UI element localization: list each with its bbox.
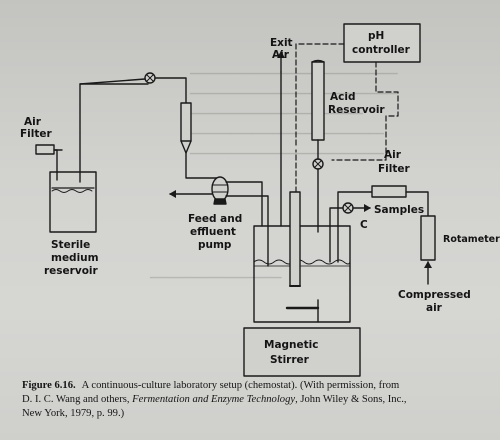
magnetic-stirrer — [243, 327, 361, 377]
sterile-medium-reservoir — [49, 171, 97, 233]
feed-effluent-pump — [211, 176, 229, 205]
culture-vessel — [253, 191, 351, 323]
drip-tube — [180, 102, 218, 179]
acid-reservoir-label: Acid Reservoir — [328, 91, 385, 116]
rotameter — [420, 215, 436, 285]
feed-pump-label: Feed and effluent pump — [188, 213, 246, 251]
caption-text: D. I. C. Wang and others, — [22, 394, 133, 405]
caption-text: A continuous-culture laboratory setup (c… — [81, 380, 400, 391]
sterile-reservoir-label: Sterile medium reservoir — [44, 239, 102, 277]
caption-line-2: D. I. C. Wang and others, Fermentation a… — [22, 393, 484, 407]
rotameter-label: Rotameter — [443, 234, 500, 245]
bleed-through-text: ▁▁▁▁▁▁▁▁▁▁▁▁▁▁▁▁▁▁▁▁▁▁▁▁▁▁▁▁▁▁ — [190, 84, 398, 94]
caption-text: New York, 1979, p. 99.) — [22, 408, 125, 419]
caption-text: , John Wiley & Sons, Inc., — [295, 394, 407, 405]
figure-caption: Figure 6.16. A continuous-culture laborat… — [22, 379, 484, 421]
magnetic-stirrer-label: Magnetic Stirrer — [264, 339, 322, 366]
bleed-through-text: ▁▁▁▁▁▁▁▁▁▁▁▁▁▁▁▁▁▁▁▁▁▁▁▁▁▁▁▁▁▁ — [190, 64, 398, 74]
compressed-air-label: Compressed air — [398, 289, 474, 314]
samples-label: Samples — [374, 204, 424, 216]
air-filter-top-label: Air Filter — [20, 116, 53, 140]
effluent-line — [225, 195, 269, 267]
figure-number: Figure 6.16. — [22, 380, 76, 391]
feed-tube — [79, 83, 149, 183]
c-label: C — [360, 219, 368, 231]
ph-controller — [343, 23, 421, 63]
bleed-through-text: ▁▁▁▁▁▁▁▁▁▁▁▁▁▁▁▁▁▁▁▁▁▁▁▁▁ — [190, 104, 364, 114]
caption-line-3: New York, 1979, p. 99.) — [22, 407, 484, 421]
bleed-through-text: ▁▁▁▁▁▁▁▁▁▁▁▁▁▁▁▁▁▁▁ — [150, 268, 282, 278]
bleed-through-text: ▁▁▁▁▁▁▁▁▁▁▁▁▁▁▁▁▁▁▁▁▁▁▁▁▁▁▁▁ — [190, 124, 384, 134]
air-filter-top — [35, 144, 63, 181]
feed-line — [225, 181, 263, 227]
feed-tube — [79, 77, 187, 104]
ph-controller-label: pH controller — [352, 30, 411, 56]
exit-air-label: Exit Air — [270, 37, 296, 61]
acid-valve-icon — [312, 158, 324, 170]
ph-control-line — [331, 61, 399, 161]
air-filter-right-label: Air Filter — [378, 149, 411, 175]
feed-valve-icon — [144, 72, 156, 84]
ph-signal-line — [295, 43, 345, 193]
caption-line-1: Figure 6.16. A continuous-culture laborat… — [22, 379, 484, 393]
caption-book-title: Fermentation and Enzyme Technology — [132, 394, 296, 405]
acid-reservoir — [311, 59, 325, 141]
air-supply — [337, 185, 429, 263]
bleed-through-text: ▁▁▁▁▁▁▁▁▁▁▁▁▁▁▁▁▁▁▁▁▁▁▁▁▁▁▁▁ — [190, 144, 384, 154]
